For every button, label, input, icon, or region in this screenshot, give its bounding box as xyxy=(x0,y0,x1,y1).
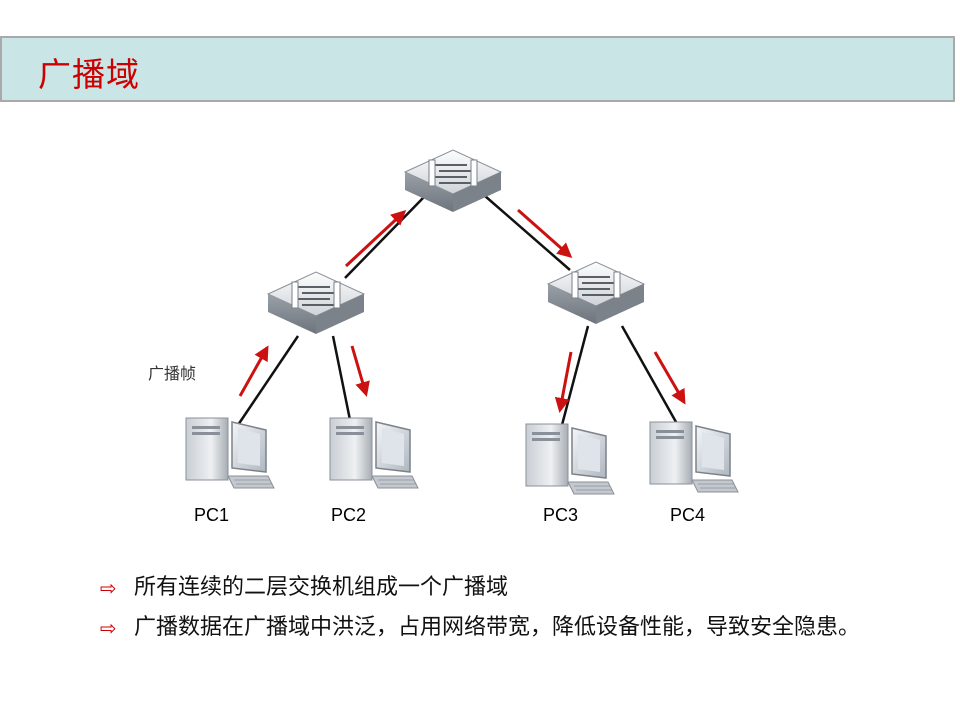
pc-label-1: PC1 xyxy=(194,505,230,525)
arrow-right-outline-icon: ⇨ xyxy=(100,576,117,600)
arrow-pc1-up xyxy=(238,345,269,397)
desktop-computer-icon xyxy=(649,421,739,493)
switch-icon xyxy=(547,261,645,325)
link-left-pc2 xyxy=(331,335,352,421)
arrow-right-down xyxy=(517,208,573,258)
arrow-pc3-down xyxy=(554,351,573,413)
link-right-pc4 xyxy=(620,325,678,423)
desktop-computer-icon xyxy=(329,417,419,489)
broadcast-arrows xyxy=(238,208,686,413)
network-diagram xyxy=(185,149,739,495)
arrow-pc4-down xyxy=(653,351,686,405)
arrow-pc2-down xyxy=(350,345,370,397)
bullet-item: ⇨ 所有连续的二层交换机组成一个广播域 xyxy=(96,570,916,606)
bullet-text: 所有连续的二层交换机组成一个广播域 xyxy=(134,575,509,600)
bullet-list: ⇨ 所有连续的二层交换机组成一个广播域 ⇨ 广播数据在广播域中洪泛，占用网络带宽… xyxy=(96,570,916,650)
bullet-text: 广播数据在广播域中洪泛，占用网络带宽，降低设备性能，导致安全隐患。 xyxy=(134,615,861,640)
pc-label-2: PC2 xyxy=(331,505,367,525)
title-bar: 广播域 xyxy=(0,36,955,102)
link-root-right xyxy=(484,195,571,271)
pc-label-4: PC4 xyxy=(670,505,706,525)
link-root-left xyxy=(344,195,426,279)
bullet-item: ⇨ 广播数据在广播域中洪泛，占用网络带宽，降低设备性能，导致安全隐患。 xyxy=(96,610,916,646)
desktop-computer-icon xyxy=(185,417,275,489)
link-left-pc1 xyxy=(236,335,300,426)
pc-label-3: PC3 xyxy=(543,505,579,525)
network-links xyxy=(236,195,678,426)
broadcast-frame-label: 广播帧 xyxy=(148,364,197,383)
switch-icon xyxy=(267,271,365,335)
arrow-left-up xyxy=(344,209,407,268)
arrow-right-outline-icon: ⇨ xyxy=(100,616,117,640)
desktop-computer-icon xyxy=(525,423,615,495)
page-title: 广播域 xyxy=(38,55,140,94)
